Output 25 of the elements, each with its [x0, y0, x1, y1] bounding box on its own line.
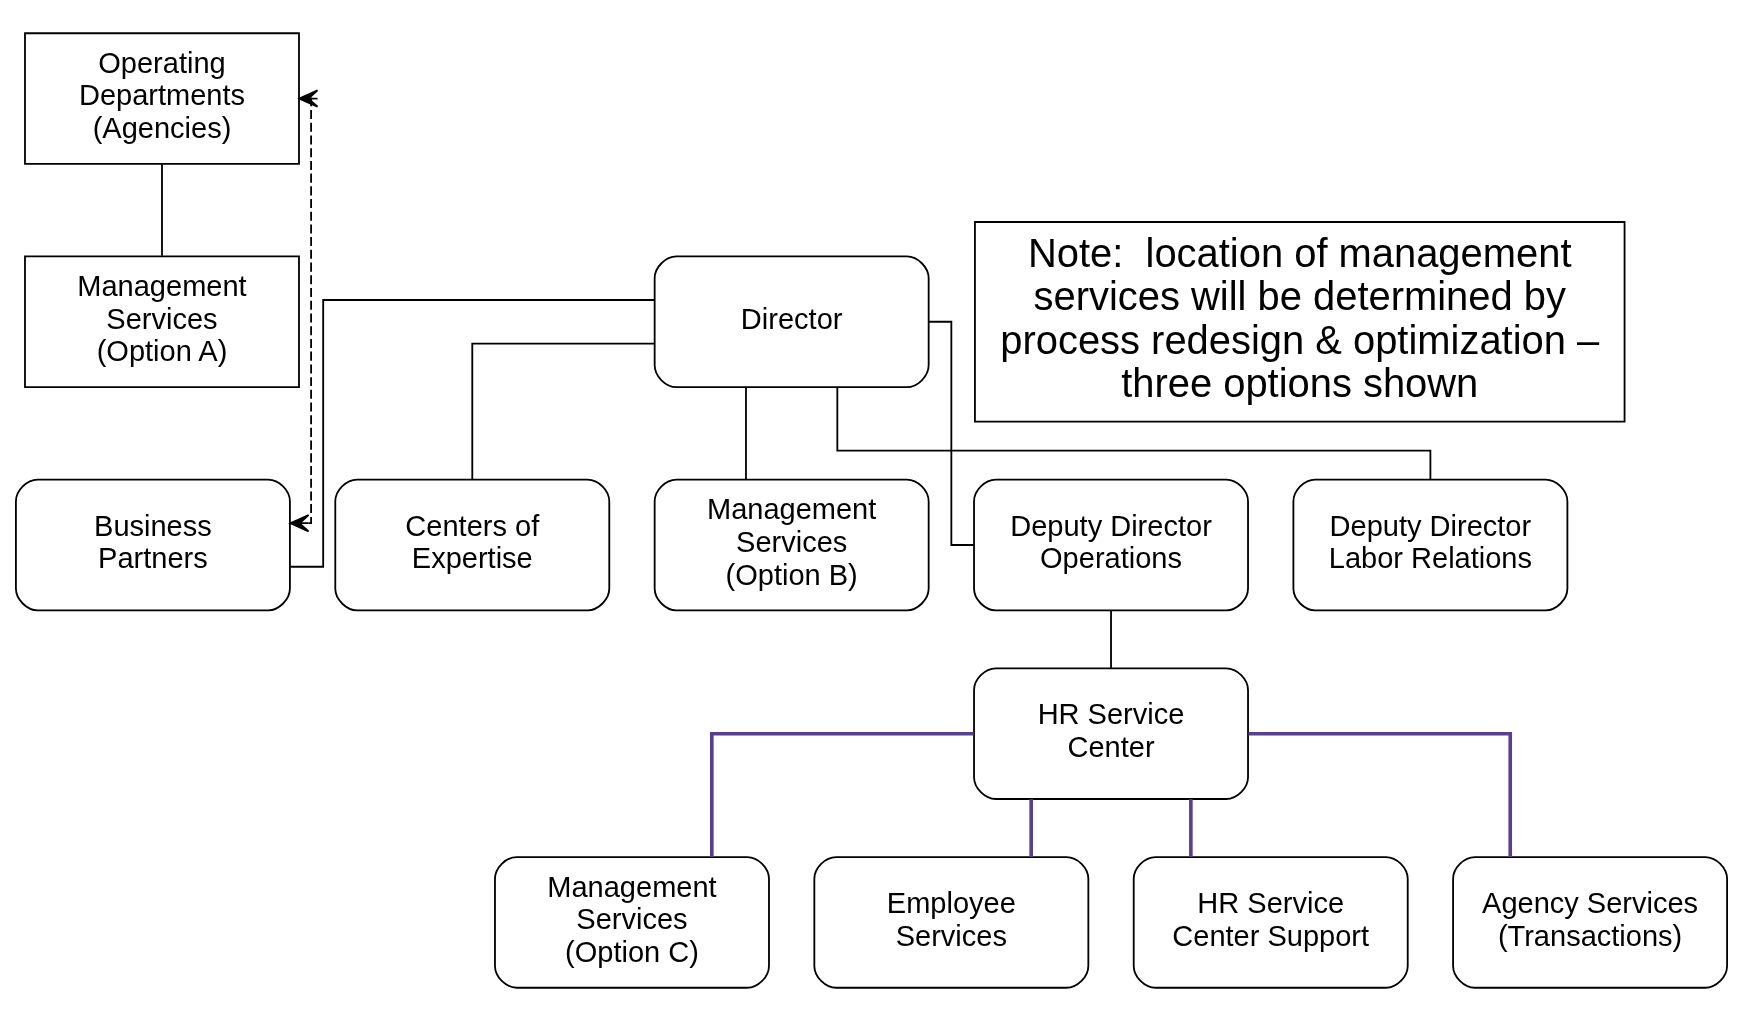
node-box: Centers of Expertise: [334, 478, 611, 611]
node-box: Management Services (Option B): [653, 478, 930, 611]
connector: [471, 342, 656, 480]
node-box: Deputy Director Labor Relations: [1292, 478, 1569, 611]
connector: [1248, 731, 1513, 857]
connector: [289, 298, 656, 568]
connector: [836, 386, 1432, 480]
node-box: Management Services (Option A): [24, 255, 300, 388]
connector: [1029, 798, 1033, 857]
connector: [710, 731, 974, 857]
node-box: Business Partners: [15, 478, 291, 611]
arrow: [289, 89, 319, 532]
node-box: Director: [653, 255, 930, 388]
node-box: HR Service Center: [973, 666, 1249, 800]
connector: [161, 162, 163, 257]
node-box: Management Services (Option C): [494, 855, 770, 989]
node-box: Agency Services (Transactions): [1452, 855, 1728, 989]
node-box: HR Service Center Support: [1132, 855, 1409, 989]
node-box: Operating Departments (Agencies): [24, 31, 300, 165]
node-box: Deputy Director Operations: [973, 478, 1249, 611]
node-box: Note: location of management services will be determined by process redesign & optimization – three options shown: [974, 220, 1626, 422]
node-box: Employee Services: [813, 855, 1090, 989]
connector: [1110, 609, 1112, 669]
connector: [745, 386, 747, 480]
connector: [1189, 798, 1193, 857]
